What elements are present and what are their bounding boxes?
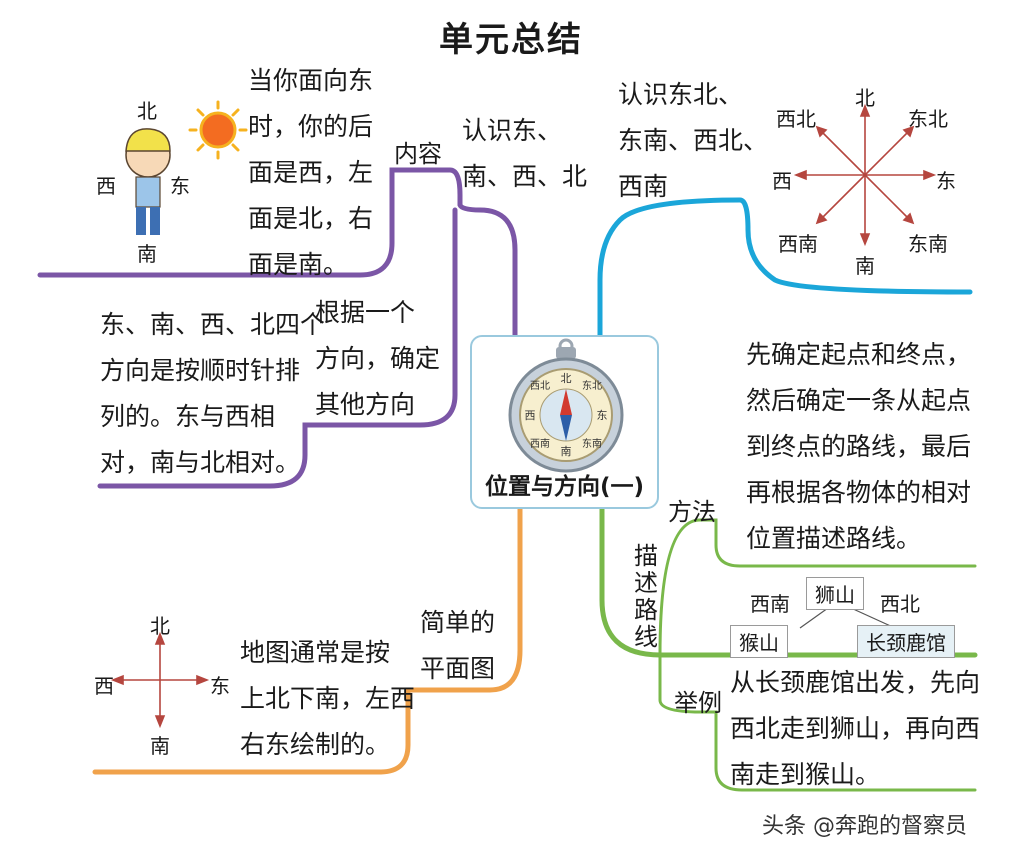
topic2-line: 方向是按顺时针排: [100, 356, 301, 385]
map-label-line: 简单的: [420, 608, 496, 637]
topic1-line: 当你面向东: [248, 66, 374, 95]
boy-figure: [125, 128, 171, 235]
figure-dir-west: 西: [96, 174, 116, 198]
compass-se: 东南: [582, 437, 602, 450]
map-text: 地图通常是按 上北下南，左西 右东绘制的。: [240, 630, 415, 768]
compass-n: 北: [561, 372, 572, 385]
eight-dir-label-line: 西南: [618, 172, 669, 201]
topic1-line: 时，你的后: [248, 112, 374, 141]
eight-dir-label: 认识东北、 东南、西北、 西南: [618, 72, 768, 210]
topic2-line: 东、南、西、北四个: [100, 310, 326, 339]
topic1-label-line: 认识东、: [462, 116, 563, 145]
branch-eight-directions: [597, 197, 973, 338]
content-label: 内容: [394, 140, 442, 168]
compass-sw: 西南: [530, 437, 550, 450]
map-south: 南: [150, 734, 170, 758]
place-lion: 狮山: [806, 577, 864, 610]
method-text: 先确定起点和终点， 然后确定一条从起点 到终点的路线，最后 再根据各物体的相对 …: [746, 332, 971, 562]
method-text-line: 位置描述路线。: [746, 524, 922, 553]
rose-northwest: 西北: [776, 107, 816, 131]
rose-southeast: 东南: [908, 232, 948, 256]
compass-e: 东: [597, 409, 608, 422]
compass-nw: 西北: [530, 380, 550, 392]
eight-dir-label-line: 东南、西北、: [618, 126, 769, 155]
rose-west: 西: [772, 169, 792, 193]
eight-direction-rose: [793, 103, 937, 247]
topic1-label: 认识东、 南、西、北: [462, 108, 587, 200]
rose-southwest: 西南: [778, 232, 818, 256]
example-text: 从长颈鹿馆出发，先向 西北走到狮山，再向西 南走到猴山。: [730, 660, 980, 798]
example-label: 举例: [674, 689, 722, 717]
method-text-line: 到终点的路线，最后: [746, 432, 972, 461]
branch-route: [599, 502, 978, 658]
four-direction-cross: [110, 631, 210, 729]
topic1-text: 当你面向东 时，你的后 面是西，左 面是北，右 面是南。: [248, 58, 373, 288]
topic1-line: 面是西，左: [248, 158, 374, 187]
example-text-line: 南走到猴山。: [730, 760, 881, 789]
topic2-line: 对，南与北相对。: [100, 448, 301, 477]
topic2-label: 根据一个 方向，确定 其他方向: [315, 290, 440, 428]
rose-north: 北: [855, 86, 875, 110]
branch-content-upper: [37, 167, 518, 338]
eight-dir-label-line: 认识东北、: [618, 80, 744, 109]
map-text-line: 地图通常是按: [240, 638, 391, 667]
rose-northeast: 东北: [908, 107, 948, 131]
map-label-line: 平面图: [420, 654, 496, 683]
topic2-line: 列的。东与西相: [100, 402, 276, 431]
rose-south: 南: [855, 254, 875, 278]
map-north: 北: [150, 614, 170, 638]
topic2-label-line: 根据一个: [315, 298, 416, 327]
compass-ne: 东北: [582, 379, 602, 392]
center-label: 位置与方向(一): [484, 474, 645, 500]
map-west: 西: [94, 674, 114, 698]
figure-dir-north: 北: [137, 99, 157, 123]
place-giraffe: 长颈鹿馆: [857, 625, 955, 658]
example-text-line: 西北走到狮山，再向西: [730, 714, 981, 743]
branch-content-lower: [97, 207, 458, 489]
branch-map: [92, 502, 523, 775]
place-monkey: 猴山: [730, 625, 788, 658]
example-dir-northwest: 西北: [880, 592, 920, 616]
topic2-label-line: 方向，确定: [315, 344, 441, 373]
method-text-line: 再根据各物体的相对: [746, 478, 972, 507]
topic1-label-line: 南、西、北: [462, 162, 588, 191]
figure-dir-south: 南: [137, 242, 157, 266]
compass-w: 西: [525, 409, 536, 422]
figure-dir-east: 东: [170, 174, 190, 198]
example-dir-southwest: 西南: [750, 592, 790, 616]
method-label: 方法: [668, 498, 716, 526]
rose-east: 东: [936, 169, 956, 193]
sun-icon: [188, 100, 248, 160]
map-text-line: 上北下南，左西: [240, 684, 416, 713]
branch-method: [658, 518, 977, 657]
method-text-line: 先确定起点和终点，: [746, 340, 972, 369]
topic2-text: 东、南、西、北四个 方向是按顺时针排 列的。东与西相 对，南与北相对。: [100, 302, 325, 486]
map-label: 简单的 平面图: [420, 600, 495, 692]
page-title: 单元总结: [439, 20, 583, 60]
map-east: 东: [210, 674, 230, 698]
compass-s: 南: [561, 445, 572, 458]
branch-example: [658, 653, 977, 792]
topic1-line: 面是南。: [248, 250, 349, 279]
example-text-line: 从长颈鹿馆出发，先向: [730, 668, 981, 697]
topic2-label-line: 其他方向: [315, 390, 416, 419]
topic1-line: 面是北，右: [248, 204, 374, 233]
center-node: 北 东北 东 东南 南 西南 西 西北: [470, 335, 659, 509]
method-text-line: 然后确定一条从起点: [746, 386, 972, 415]
footer-watermark: 头条 @奔跑的督察员: [762, 814, 967, 839]
route-label: 描述路线: [634, 542, 658, 651]
compass-icon: 北 东北 东 东南 南 西南 西 西北: [508, 338, 624, 473]
map-text-line: 右东绘制的。: [240, 730, 391, 759]
